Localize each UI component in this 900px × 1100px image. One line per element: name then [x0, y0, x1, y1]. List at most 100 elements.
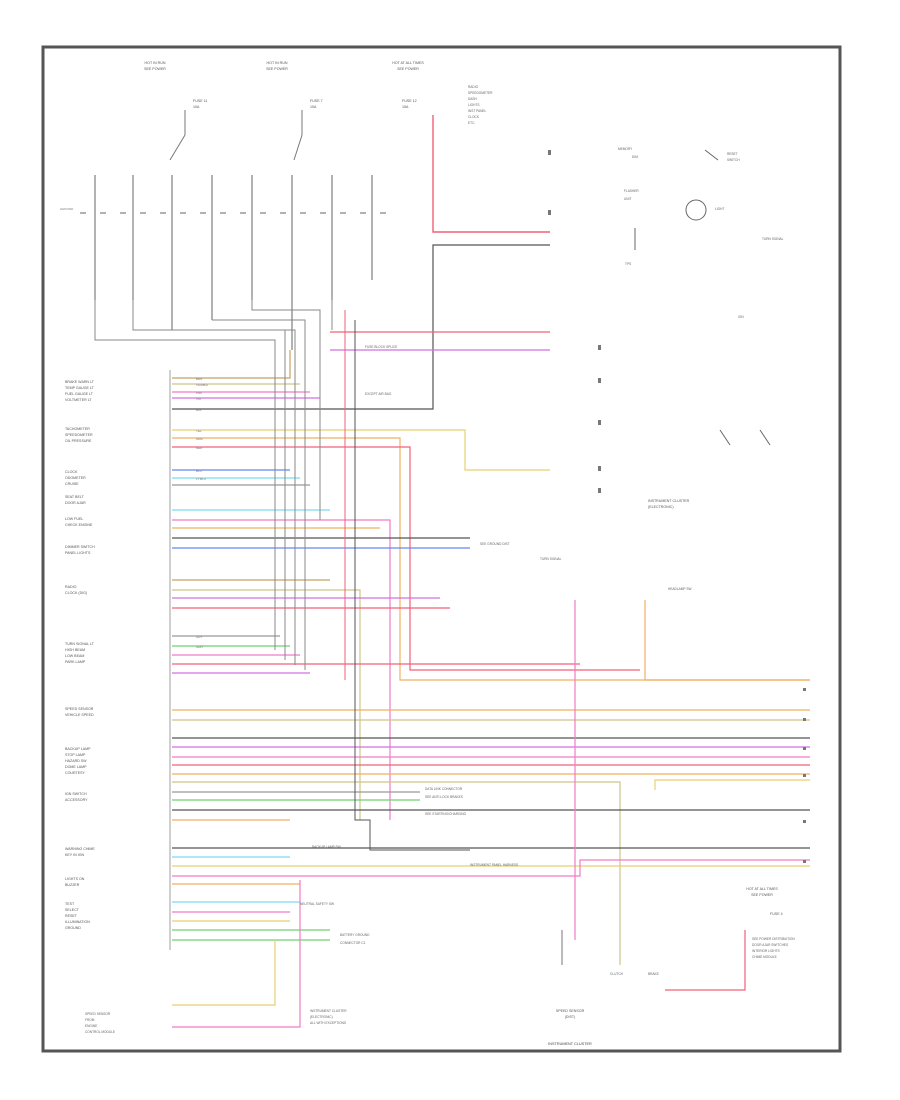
wire-tag: BLU — [196, 469, 202, 473]
left-label: HIGH BEAM — [65, 648, 85, 652]
top-right-notes: RADIO SPEEDOMETER DASH LIGHTS INST PANEL… — [468, 85, 493, 125]
vertical-feeds — [94, 300, 470, 851]
br-switch: BRAKE — [648, 972, 659, 976]
fuse-mid: HOT IN RUN SEE POWER FUSE 7 10A — [266, 61, 323, 161]
br-sensor: SPEED SENSOR — [556, 1009, 585, 1013]
wire-org-1 — [172, 437, 810, 681]
fuse-right-name: HOT AT ALL TIMES — [392, 61, 424, 65]
left-label: BRAKE WARN LT — [65, 380, 95, 384]
callouts: FUSE BLOCK SPLICE EXCEPT AIR BAG SEE GRO… — [300, 345, 692, 945]
footer-title: INSTRUMENT CLUSTER — [548, 1042, 592, 1046]
br-note: CHIME MODULE — [752, 955, 777, 959]
cluster-item: RESET — [727, 152, 738, 156]
left-label: DIMMER SWITCH — [65, 545, 95, 549]
bottom-note-center: INSTRUMENT CLUSTER — [310, 1009, 347, 1013]
fuse-right-sub: SEE POWER — [397, 67, 419, 71]
note-line: INST PANEL — [468, 109, 487, 113]
cluster-item: FLASHER — [624, 189, 639, 193]
wire-tan-4 — [172, 781, 621, 965]
left-label: RESET — [65, 914, 78, 918]
harness-wires — [172, 244, 810, 1028]
callout: BATTERY GROUND — [340, 933, 370, 937]
contact-row-label: GROUND — [60, 207, 74, 211]
left-label: TEMP GAUGE LT — [65, 386, 95, 390]
note-line: SPEEDOMETER — [468, 91, 493, 95]
wire-tag: RED — [196, 446, 203, 450]
callout: DATA LINK CONNECTOR — [425, 787, 463, 791]
wire-tag: GRY — [196, 635, 202, 639]
callout: INSTRUMENT PANEL HARNESS — [470, 863, 518, 867]
wire-red-1 — [172, 446, 640, 671]
bottom-notes: SPEED SENSOR FROM ENGINE CONTROL MODULE … — [85, 1009, 592, 1046]
bottom-note-left: CONTROL MODULE — [85, 1030, 115, 1034]
fuse-left: HOT IN RUN SEE POWER FUSE 11 10A — [144, 61, 207, 161]
left-label: DOME LAMP — [65, 765, 87, 769]
gauge-icon — [685, 199, 707, 221]
note-line: DASH — [468, 97, 478, 101]
br-switch: CLUTCH — [610, 972, 624, 976]
fuse-left-sub: SEE POWER — [144, 67, 166, 71]
wire-tag: YEL — [196, 429, 202, 433]
wire-yel-1 — [172, 429, 550, 471]
bottom-note-center: (ELECTRONIC) — [310, 1015, 333, 1019]
bottom-note-left: FROM — [85, 1018, 95, 1022]
cluster-item: SWITCH — [727, 158, 740, 162]
note-line: RADIO — [468, 85, 479, 89]
left-label: LOW BEAM — [65, 654, 84, 658]
left-label: CLOCK (DIG) — [65, 591, 87, 595]
cluster-title: INSTRUMENT CLUSTER — [648, 499, 690, 503]
left-label: STOP LAMP — [65, 753, 86, 757]
callout: SEE GROUND DIST — [480, 542, 510, 546]
wire-pnk-5 — [172, 859, 810, 877]
top-contact-row — [80, 175, 390, 350]
note-line: ETC. — [468, 121, 475, 125]
wire-tag: BLK — [196, 408, 202, 412]
wire-brn — [172, 350, 291, 379]
callout: HEADLAMP SW — [668, 587, 692, 591]
note-line: LIGHTS — [468, 103, 480, 107]
cluster-item: MEMORY — [618, 147, 633, 151]
diagram-frame — [41, 45, 842, 1053]
wire-color-legend: BRN TAN/BLK PNK VIO BLK YEL ORG RED BLU … — [196, 377, 208, 649]
left-label: SELECT — [65, 908, 80, 912]
callout: SEE STARTING/CHARGING — [425, 812, 467, 816]
br-fuse-sub: SEE POWER — [751, 893, 773, 897]
callout: TURN SIGNAL — [540, 557, 562, 561]
cluster-pins — [548, 150, 806, 863]
callout: CONNECTOR C1 — [340, 941, 366, 945]
wire-tag: GRN — [196, 645, 203, 649]
fuse-mid-sub: SEE POWER — [266, 67, 288, 71]
wire-tag: ORG — [196, 437, 204, 441]
bottom-right-section: HOT AT ALL TIMES SEE POWER FUSE 4 SEE PO… — [556, 887, 796, 1019]
left-label: OIL PRESSURE — [65, 439, 92, 443]
mid-fuses — [574, 600, 810, 940]
left-label: COURTESY — [65, 771, 86, 775]
left-label: VOLTMETER LT — [65, 398, 92, 402]
left-label: LOW FUEL — [65, 517, 83, 521]
wire-red-br — [665, 930, 746, 991]
left-label: PANEL LIGHTS — [65, 551, 91, 555]
fuse-left-name: HOT IN RUN — [145, 61, 166, 65]
wire-tag: PNK — [196, 391, 202, 395]
cluster-item: UNIT — [624, 197, 631, 201]
left-label: TEST — [65, 902, 75, 906]
left-label: BACKUP LAMP — [65, 747, 91, 751]
br-note: INTERIOR LIGHTS — [752, 949, 780, 953]
top-fuse-group: HOT IN RUN SEE POWER FUSE 11 10A HOT IN … — [144, 61, 424, 161]
fuse-right-num: FUSE 12 — [402, 99, 417, 103]
left-label: TURN SIGNAL LT — [65, 642, 95, 646]
left-labels: BRAKE WARN LT TEMP GAUGE LT FUEL GAUGE L… — [65, 380, 95, 930]
wire-blk-1 — [172, 244, 550, 410]
left-label: BUZZER — [65, 883, 80, 887]
left-label: IGN SWITCH — [65, 792, 87, 796]
left-label: SPEED SENSOR — [65, 707, 94, 711]
left-label: SPEEDOMETER — [65, 433, 93, 437]
wire-tag: TAN/BLK — [196, 383, 208, 387]
br-sensor-sub: (DIST) — [565, 1015, 576, 1019]
wire-red-feed — [432, 115, 550, 233]
br-fuse-num: FUSE 4 — [770, 912, 783, 916]
left-label: DOOR AJAR — [65, 501, 86, 505]
callout: FUSE BLOCK SPLICE — [365, 345, 397, 349]
cluster-item: TURN SIGNAL — [762, 237, 784, 241]
left-label: FUEL GAUGE LT — [65, 392, 94, 396]
